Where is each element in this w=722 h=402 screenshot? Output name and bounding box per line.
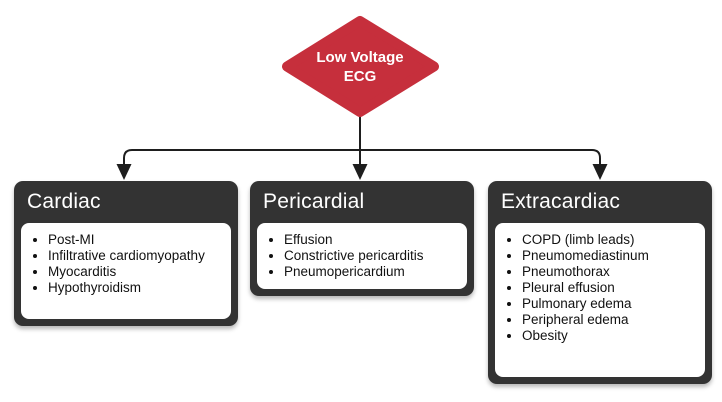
decision-diamond-label: Low Voltage ECG bbox=[280, 48, 440, 86]
category-box-pericardial: Pericardial EffusionConstrictive pericar… bbox=[250, 181, 474, 296]
diamond-label-line2: ECG bbox=[343, 68, 377, 85]
category-box-extracardiac: Extracardiac COPD (limb leads)Pneumomedi… bbox=[488, 181, 712, 384]
list-item: Hypothyroidism bbox=[48, 280, 225, 296]
category-list-extracardiac: COPD (limb leads)PneumomediastinumPneumo… bbox=[522, 232, 699, 344]
category-title-pericardial: Pericardial bbox=[263, 190, 365, 213]
category-panel-cardiac: Post-MIInfiltrative cardiomyopathyMyocar… bbox=[21, 223, 231, 319]
list-item: Pneumopericardium bbox=[284, 264, 461, 280]
list-item: Peripheral edema bbox=[522, 312, 699, 328]
list-item: Pneumomediastinum bbox=[522, 248, 699, 264]
arrowhead-middle-icon bbox=[352, 164, 368, 180]
category-panel-pericardial: EffusionConstrictive pericarditisPneumop… bbox=[257, 223, 467, 289]
list-item: Infiltrative cardiomyopathy bbox=[48, 248, 225, 264]
category-box-cardiac: Cardiac Post-MIInfiltrative cardiomyopat… bbox=[14, 181, 238, 326]
list-item: Obesity bbox=[522, 328, 699, 344]
list-item: Pneumothorax bbox=[522, 264, 699, 280]
list-item: Constrictive pericarditis bbox=[284, 248, 461, 264]
connector-right-branch bbox=[360, 149, 601, 166]
list-item: Myocarditis bbox=[48, 264, 225, 280]
decision-diamond-shape bbox=[282, 16, 439, 117]
list-item: Effusion bbox=[284, 232, 461, 248]
category-panel-extracardiac: COPD (limb leads)PneumomediastinumPneumo… bbox=[495, 223, 705, 377]
connector-left-branch bbox=[123, 149, 360, 166]
arrowhead-right-icon bbox=[592, 164, 608, 180]
diamond-label-line1: Low Voltage bbox=[316, 49, 404, 66]
category-list-pericardial: EffusionConstrictive pericarditisPneumop… bbox=[284, 232, 461, 280]
list-item: Pleural effusion bbox=[522, 280, 699, 296]
arrowhead-left-icon bbox=[116, 164, 132, 180]
list-item: Pulmonary edema bbox=[522, 296, 699, 312]
list-item: COPD (limb leads) bbox=[522, 232, 699, 248]
category-title-cardiac: Cardiac bbox=[27, 190, 101, 213]
category-list-cardiac: Post-MIInfiltrative cardiomyopathyMyocar… bbox=[48, 232, 225, 296]
list-item: Post-MI bbox=[48, 232, 225, 248]
category-title-extracardiac: Extracardiac bbox=[501, 190, 621, 213]
